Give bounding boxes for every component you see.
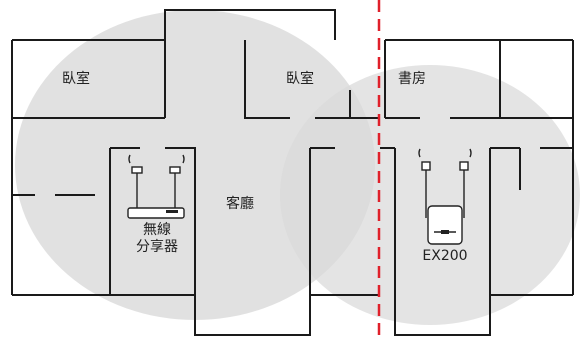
room-label-bedroom-left: 臥室	[62, 71, 90, 87]
extender-icon	[418, 148, 472, 245]
router-icon	[127, 154, 185, 219]
router-label-line2: 分享器	[136, 239, 178, 255]
extender-coverage-circle	[280, 65, 580, 325]
room-label-study: 書房	[398, 71, 426, 87]
router-label: 無線 分享器	[125, 222, 189, 256]
walls	[11, 9, 574, 336]
room-label-bedroom-center: 臥室	[286, 71, 314, 87]
extender-label: EX200	[422, 248, 468, 264]
router-label-line1: 無線	[143, 222, 171, 238]
room-label-living-room: 客廳	[226, 196, 254, 212]
